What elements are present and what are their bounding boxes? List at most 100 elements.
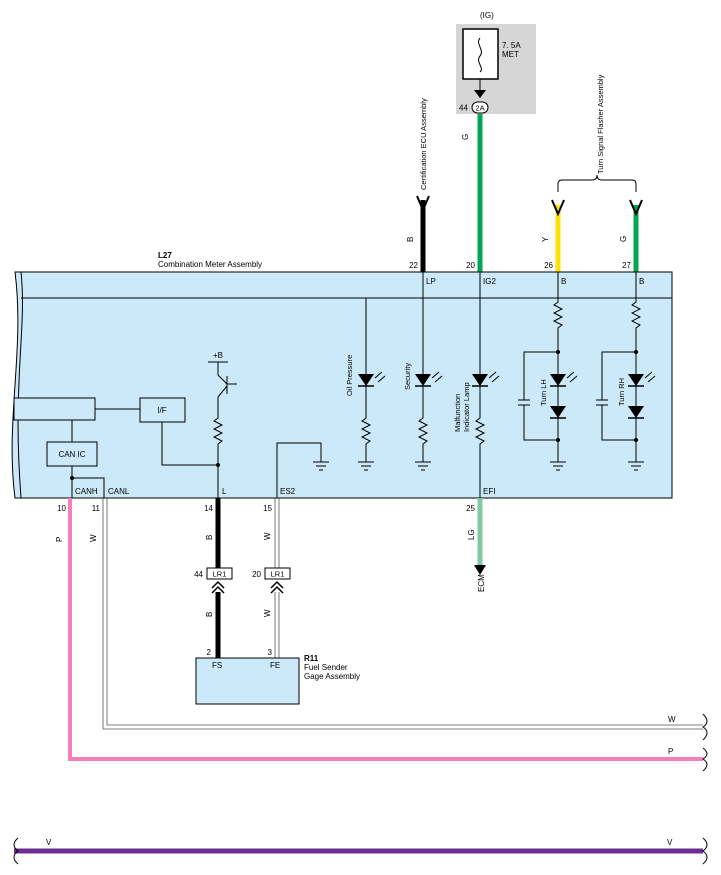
plus-b-label: +B	[213, 351, 223, 360]
turn-lh-lamp-icon	[550, 374, 566, 386]
transistor-icon	[217, 374, 237, 398]
pin-20-term: IG2	[483, 277, 496, 286]
cert-wire-color: B	[406, 237, 415, 242]
canh-wire	[68, 498, 703, 761]
fuse-connector-pin: 44	[459, 104, 468, 113]
pin-22-term: LP	[426, 277, 436, 286]
can-bus-wires: P W W P	[55, 498, 708, 772]
mil-lamp-icon	[472, 374, 488, 386]
meter-name: Combination Meter Assembly	[158, 260, 262, 269]
bus-w-break-icon	[702, 713, 708, 741]
junction-fs-connector-icon	[211, 580, 225, 594]
v-bus: V V	[13, 837, 708, 865]
sender-connector-id: R11	[304, 654, 319, 663]
sender-fs-pin: 2	[207, 648, 212, 657]
security-ground-icon	[415, 461, 431, 471]
security-circuit: Security	[403, 272, 443, 471]
junction-fe-connector-icon	[270, 580, 284, 594]
fuel-sender-body	[195, 657, 300, 705]
oil-pressure-label: Oil Pressure	[345, 355, 354, 396]
ecm-label: ECM	[477, 574, 486, 592]
fuel-gauge-circuit: +B	[161, 351, 329, 498]
fuse-icon	[478, 37, 482, 73]
fe-wire-color-lower: W	[263, 609, 272, 617]
turn-lh-capacitor-icon	[518, 351, 558, 441]
mil-circuit: Malfunction Indicator Lamp	[453, 272, 500, 498]
turn-rh-label: Turn RH	[617, 378, 626, 406]
top-wires: G B Certification ECU Assembly Y G Turn …	[406, 74, 643, 272]
canl-wire-color: W	[89, 534, 98, 542]
turn-rh-capacitor-icon	[596, 351, 636, 441]
turn-lh-lamp-rays-icon	[566, 371, 578, 383]
bus-p-break-icon	[702, 747, 708, 772]
turn-lh-resistor-icon	[552, 272, 564, 352]
turn-rh-circuit: Turn RH	[596, 272, 656, 471]
turn-lh-label: Turn LH	[539, 379, 548, 406]
logic-blocks: I/F CAN IC	[13, 397, 186, 498]
turn-lh-circuit: Turn LH	[518, 272, 578, 471]
fe-wire-color-upper: W	[263, 532, 272, 540]
junction-fs-pin: 44	[194, 570, 203, 579]
junction-fe-id: LR1	[271, 570, 285, 579]
security-lamp-icon	[415, 374, 431, 386]
if-block	[139, 397, 186, 423]
junction-fs-id: LR1	[213, 570, 227, 579]
v-bus-left-label: V	[46, 838, 52, 847]
v-bus-right-break-icon	[702, 837, 708, 865]
fuel-sender-assembly: 2 3 FS FE R11 Fuel Sender Gage Assembly	[195, 648, 360, 705]
efi-wire-color: LG	[467, 529, 476, 540]
fuse-name: MET	[502, 50, 519, 59]
canl-wire	[102, 498, 703, 730]
combination-meter: L27 Combination Meter Assembly 22 LP 20 …	[11, 251, 673, 499]
security-resistor-icon	[417, 386, 429, 462]
turn-rh-wire-color: G	[619, 236, 628, 242]
sender-name-1: Fuel Sender	[304, 663, 348, 672]
pin-25-term: EFI	[483, 487, 495, 496]
pin-22-number: 22	[409, 261, 418, 270]
fe-wire-upper	[274, 498, 280, 568]
pin-10-term: CANH	[75, 487, 98, 496]
sender-fs-term: FS	[212, 661, 222, 670]
turn-rh-node-bottom	[634, 438, 638, 442]
if-block-label: I/F	[157, 406, 166, 415]
pin-15-term: ES2	[280, 487, 296, 496]
efi-arrow-icon	[474, 565, 486, 575]
oil-resistor-icon	[360, 386, 372, 462]
turn-lh-node-bottom	[556, 438, 560, 442]
turn-rh-lamp-icon	[628, 374, 644, 386]
pin-14-number: 14	[204, 504, 213, 513]
pin-20-number: 20	[466, 261, 475, 270]
mil-label-2: Indicator Lamp	[462, 382, 471, 432]
mil-label-1: Malfunction	[453, 394, 462, 432]
fuse-connector-id: 2A	[475, 104, 484, 113]
pin-27-term: B	[639, 277, 644, 286]
efi-wire-group: LG ECM	[467, 498, 486, 592]
fuse-box: (IG) 7. 5A MET 2A 44	[456, 11, 536, 114]
pin-26-number: 26	[544, 261, 553, 270]
turn-lh-connector-icon	[551, 199, 565, 217]
oil-lamp-rays-icon	[374, 371, 386, 383]
fs-wire-color-upper: B	[205, 535, 214, 540]
oil-lamp-icon	[358, 374, 374, 386]
meter-connector-id: L27	[158, 251, 172, 260]
security-label: Security	[403, 363, 412, 390]
es2-ground-wire	[276, 442, 322, 498]
pin-14-term: L	[222, 487, 227, 496]
pin-27-number: 27	[622, 261, 631, 270]
mil-resistor-icon	[474, 386, 486, 498]
security-lamp-rays-icon	[431, 371, 443, 383]
v-bus-left-break-icon	[13, 837, 19, 865]
cert-connector-icon	[416, 195, 430, 213]
oil-ground-icon	[358, 461, 374, 471]
turn-lh-wire-color: Y	[541, 236, 550, 242]
sender-fe-pin: 3	[268, 648, 273, 657]
canl-internal-wire	[72, 477, 105, 498]
fe-wire-lower	[274, 592, 280, 658]
fuse-connector	[471, 101, 489, 114]
fuel-resistor-icon	[212, 397, 224, 498]
bottom-pin-numbers: 10 11 14 15 25	[57, 504, 475, 513]
if-to-l-wire	[161, 422, 218, 466]
sender-name-2: Gage Assembly	[304, 672, 360, 681]
pin-11-number: 11	[92, 504, 101, 513]
pin-11-term: CANL	[108, 487, 130, 496]
